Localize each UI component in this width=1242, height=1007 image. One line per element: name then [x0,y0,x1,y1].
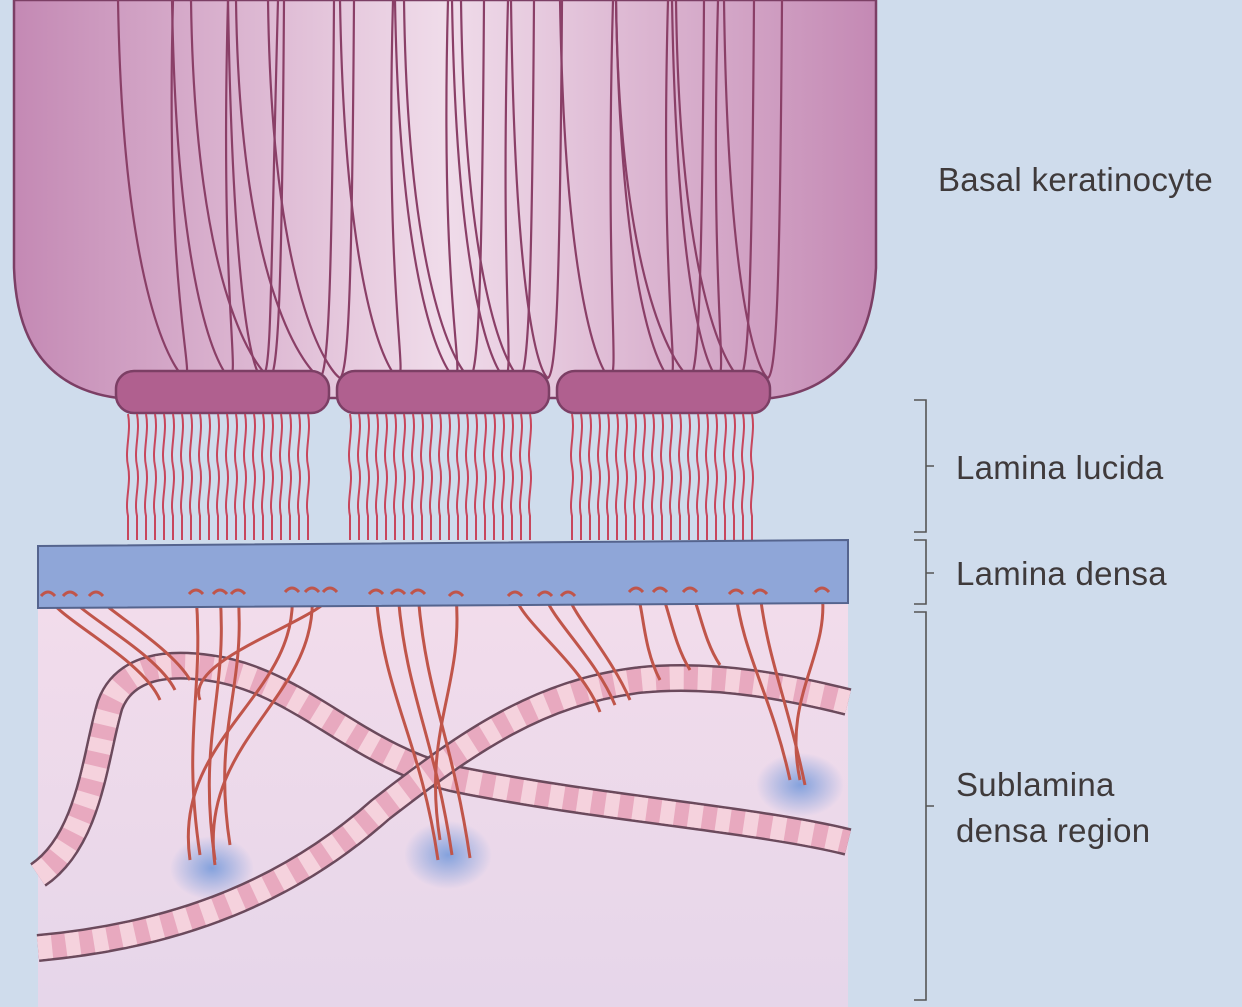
label-sublamina-line-1: Sublamina [956,762,1150,808]
anchoring-filament [181,414,183,540]
anchoring-filament [430,414,432,540]
anchoring-filament [385,414,387,540]
anchoring-filament [367,414,369,540]
anchoring-filament [625,414,627,540]
anchoring-filament [724,414,726,540]
anchoring-filament [358,414,360,540]
anchoring-filament [484,414,486,540]
anchoring-filament [706,414,708,540]
anchoring-filament [235,414,237,540]
anchoring-filament [466,414,468,540]
anchoring-filament [307,414,309,540]
anchoring-filament [733,414,735,540]
anchoring-filament [280,414,282,540]
anchoring-filament [457,414,459,540]
anchoring-filament [289,414,291,540]
anchoring-filament [127,414,129,540]
anchoring-filament [661,414,663,540]
anchoring-filament [520,414,522,540]
anchoring-filament [652,414,654,540]
anchoring-filament [679,414,681,540]
anchoring-filament [493,414,495,540]
anchoring-filament [448,414,450,540]
anchoring-filament [298,414,300,540]
anchoring-filament [439,414,441,540]
anchoring-filament [394,414,396,540]
anchoring-filament [688,414,690,540]
anchoring-filament [475,414,477,540]
anchoring-filament [580,414,582,540]
anchoring-filaments [127,414,753,540]
label-lamina-densa: Lamina densa [956,551,1167,597]
anchoring-filament [253,414,255,540]
hemidesmosome [116,371,329,413]
anchoring-filament [421,414,423,540]
anchoring-filament [643,414,645,540]
anchoring-filament [529,414,531,540]
anchoring-filament [598,414,600,540]
anchoring-filament [172,414,174,540]
anchoring-filament [244,414,246,540]
anchoring-filament [403,414,405,540]
hemidesmosome [337,371,549,413]
anchoring-filament [217,414,219,540]
anchoring-filament [616,414,618,540]
hemidesmosome [557,371,770,413]
anchoring-filament [742,414,744,540]
anchoring-filament [271,414,273,540]
label-sublamina-densa-region: Sublamina densa region [956,762,1150,854]
label-sublamina-line-2: densa region [956,808,1150,854]
bracket-lamina-lucida [914,400,934,532]
anchoring-filament [163,414,165,540]
hemidesmosomes [116,371,770,413]
region-brackets [914,400,934,1000]
anchoring-filament [589,414,591,540]
bracket-lamina-densa [914,540,934,604]
basal-keratinocyte [14,0,876,413]
anchoring-filament [154,414,156,540]
anchoring-filament [697,414,699,540]
anchoring-filament [670,414,672,540]
anchoring-filament [145,414,147,540]
label-basal-keratinocyte: Basal keratinocyte [938,157,1213,203]
anchoring-filament [751,414,753,540]
anchoring-filament [571,414,573,540]
anchoring-filament [376,414,378,540]
anchoring-filament [412,414,414,540]
anchoring-filament [190,414,192,540]
anchoring-filament [634,414,636,540]
label-lamina-lucida: Lamina lucida [956,445,1164,491]
anchoring-filament [199,414,201,540]
anchoring-filament [136,414,138,540]
lamina-densa-band [38,540,848,608]
anchoring-filament [226,414,228,540]
anchoring-filament [262,414,264,540]
anchoring-filament [607,414,609,540]
anchoring-filament [208,414,210,540]
anchoring-filament [715,414,717,540]
anchoring-filament [511,414,513,540]
bracket-sublamina-densa [914,612,934,1000]
anchoring-filament [349,414,351,540]
anchoring-filament [502,414,504,540]
